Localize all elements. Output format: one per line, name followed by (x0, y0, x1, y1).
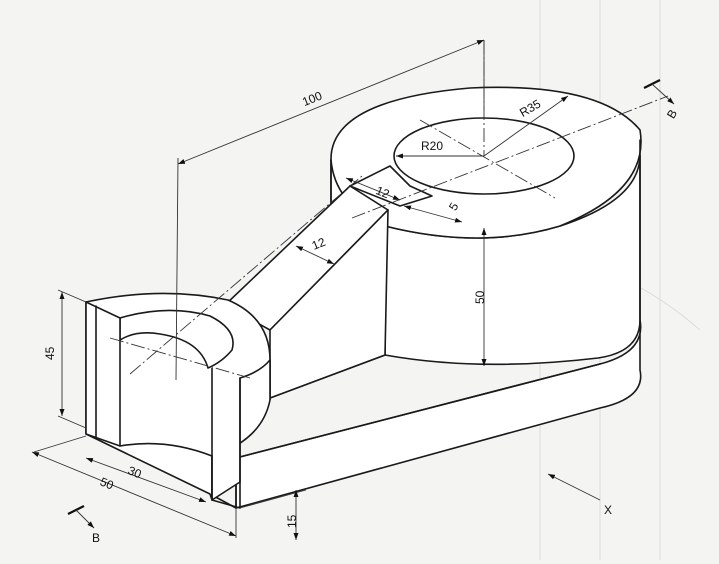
view-direction-label: X (604, 503, 612, 517)
cutting-plane-b (67, 79, 675, 529)
dim-small-end-height: 45 (43, 346, 57, 360)
section-label-bottom: B (92, 531, 100, 545)
view-direction-arrow (547, 473, 601, 501)
dim-small-end-inner: 30 (126, 463, 144, 481)
section-label-top: B (664, 107, 680, 121)
dim-inner-radius: R20 (421, 139, 443, 153)
dim-small-end-outer: 50 (98, 475, 116, 493)
dim-boss-height: 50 (473, 290, 487, 304)
dim-rib-width: 12 (310, 235, 328, 253)
dim-slot-width: 12 (374, 183, 392, 201)
dimension-lines (31, 39, 569, 540)
dim-base-thickness: 15 (285, 514, 299, 528)
